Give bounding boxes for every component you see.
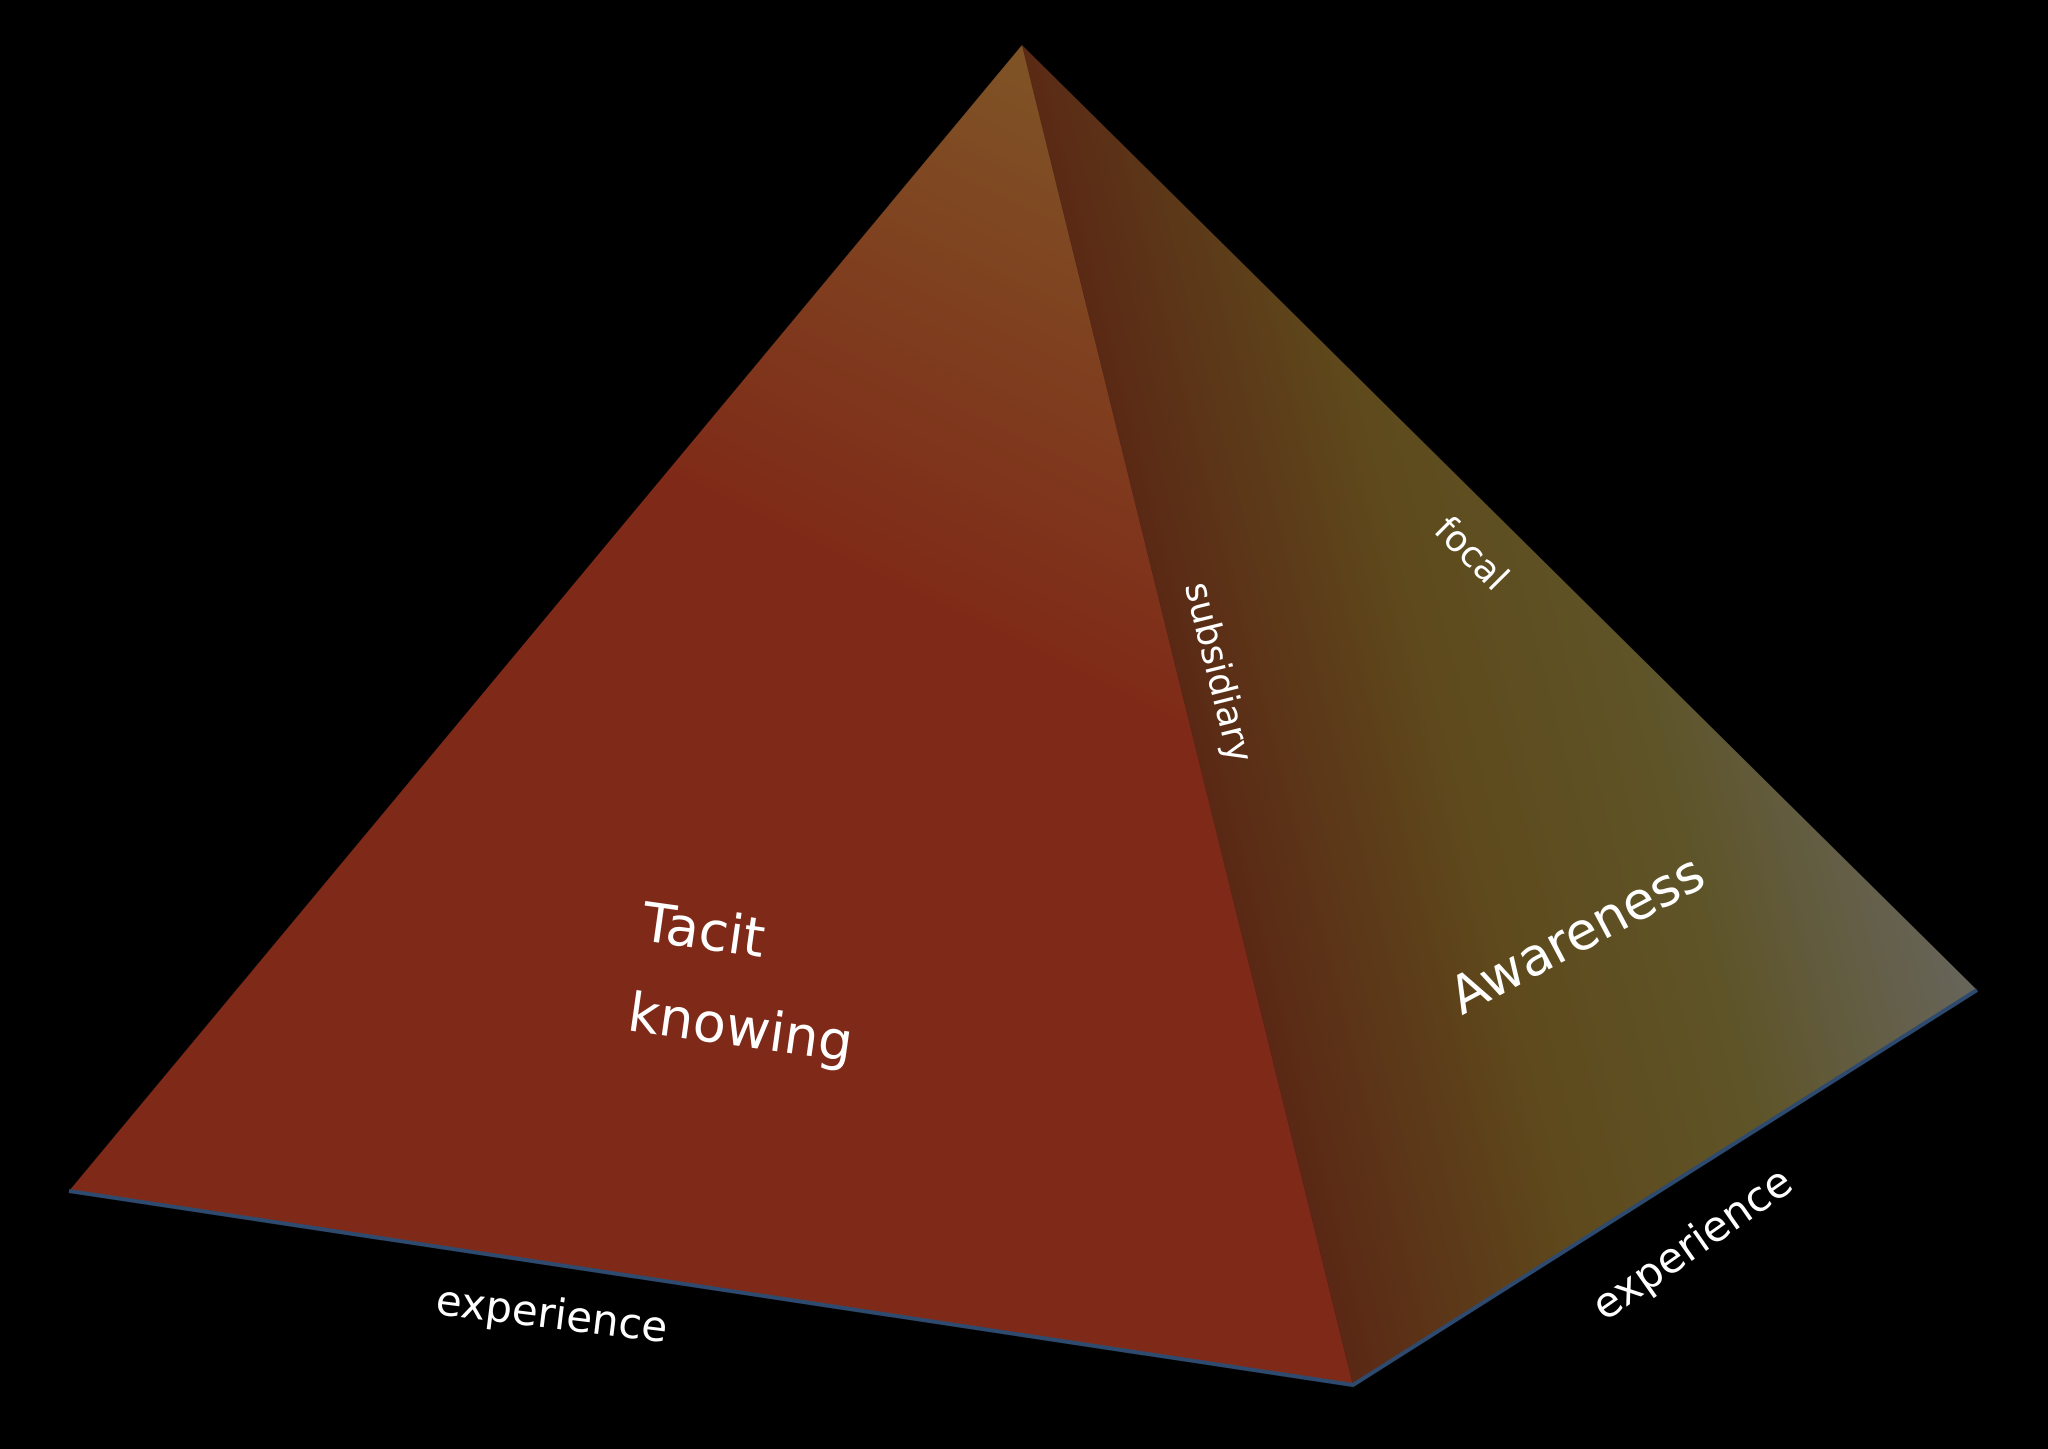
- pyramid-side-face: [1022, 45, 1977, 1385]
- pyramid-front-face: [69, 45, 1353, 1385]
- pyramid-base-edge: [68, 988, 1979, 1388]
- front-base-experience-label: experience: [433, 1275, 670, 1352]
